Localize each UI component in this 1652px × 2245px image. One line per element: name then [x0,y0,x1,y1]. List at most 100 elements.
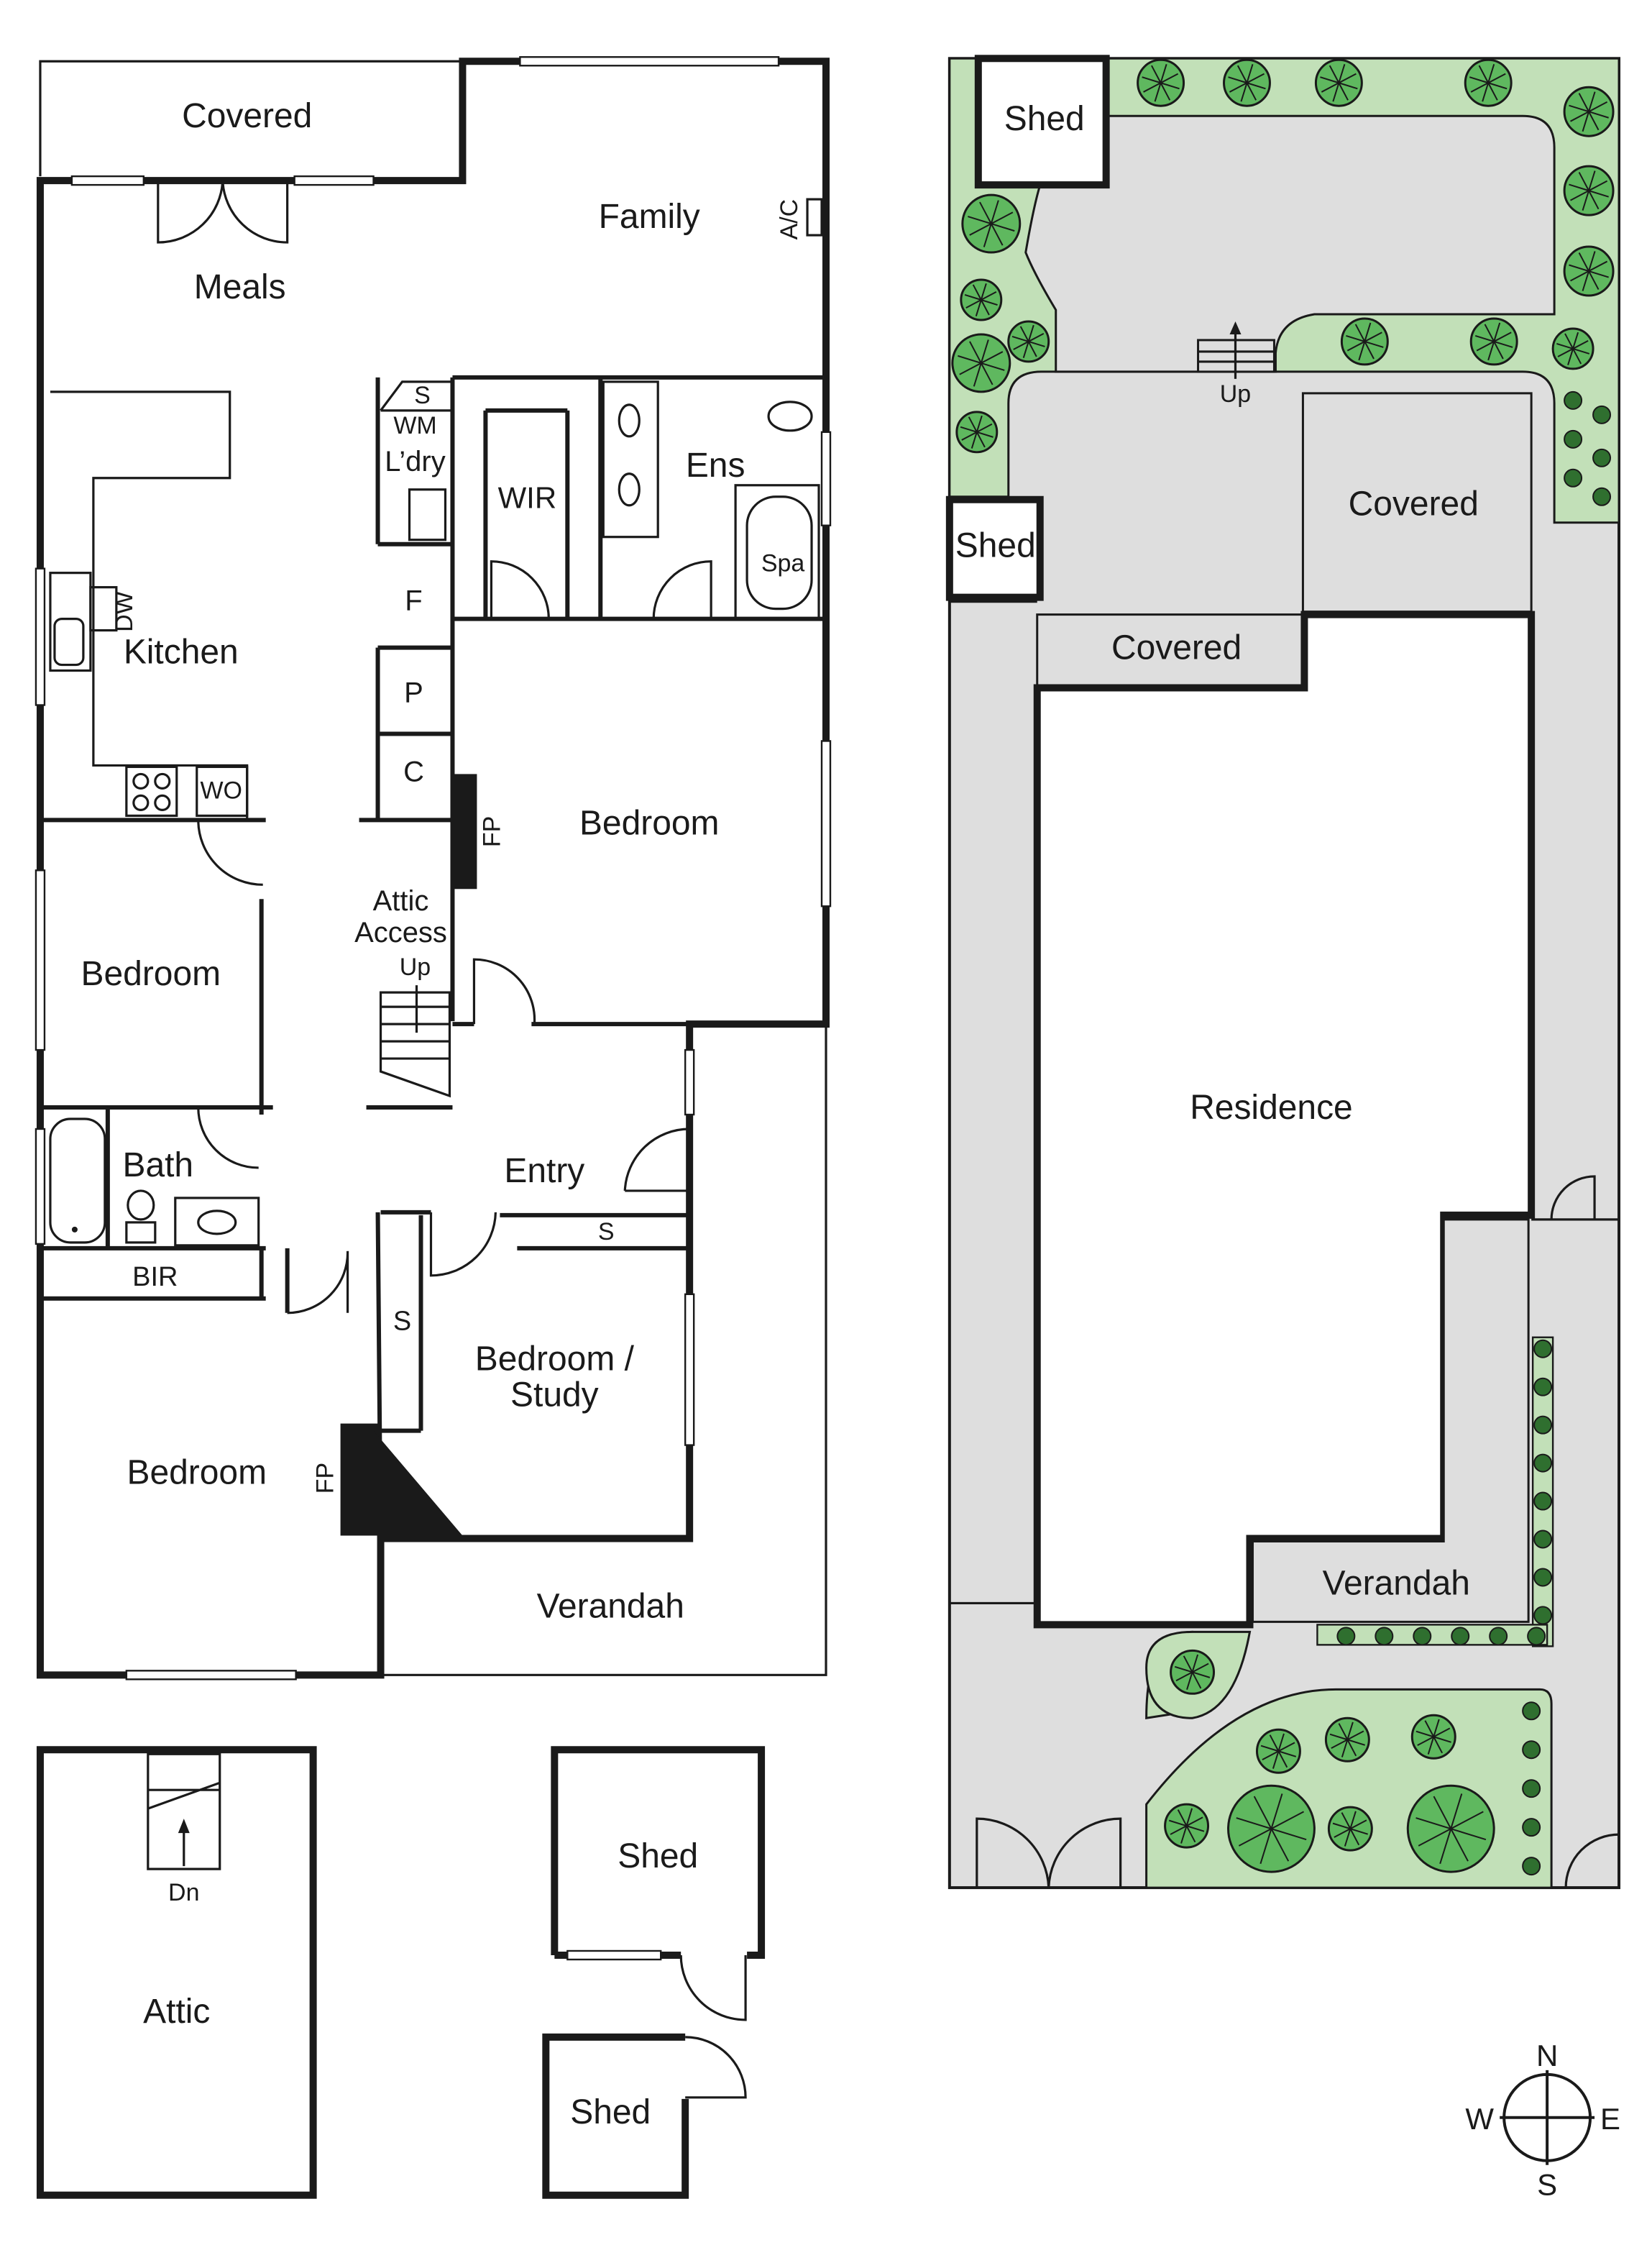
tree-branch [1277,1742,1295,1752]
compass-e: E [1600,2102,1620,2136]
label-attic-access-1: Attic [373,885,429,917]
label-shed-left: Shed [955,527,1036,565]
tree-branch [973,362,982,387]
tree-branch [1175,1671,1193,1682]
tree-branch [1349,1819,1367,1830]
tree-branch [1236,65,1248,83]
tree-branch [1439,1828,1452,1865]
tree-branch [1191,1671,1202,1689]
label-shed-1: Shed [618,1837,698,1875]
tree-branch [1588,91,1596,112]
tree-branch [1350,1828,1369,1835]
tree-branch [1174,1665,1193,1673]
tree-branch [961,431,978,441]
shrub-icon [1527,1627,1546,1646]
tree-branch [1277,1733,1285,1752]
shrub-icon [1564,468,1583,488]
tree-branch [983,223,992,247]
tree-branch [1582,111,1590,132]
tree-branch [1341,1739,1349,1757]
label-fp: FP [478,816,505,847]
tree-branch [1028,340,1045,347]
tree-branch [976,415,983,433]
label-verandah: Verandah [1323,1564,1470,1602]
shrub-icon [1489,1627,1508,1646]
tree-branch [1269,1734,1280,1752]
label-entry: Entry [504,1152,584,1190]
tree-branch [1346,1730,1364,1741]
shrub-icon [1533,1339,1553,1358]
label-s-entry: S [598,1218,615,1245]
tree-branch [1160,73,1179,84]
tree-branch [1364,322,1372,342]
label-residence: Residence [1190,1089,1353,1127]
tree-branch [1022,341,1029,358]
label-bedroom-left: Bedroom [81,955,221,993]
tree-branch [1346,1722,1354,1740]
shrub-icon [1592,405,1612,424]
tree-branch [1332,82,1340,102]
shrub-icon [1375,1627,1394,1646]
tree-branch [965,299,982,308]
shrub-icon [1564,429,1583,449]
tree-branch [1424,1720,1435,1737]
tree-branch [1450,1828,1469,1862]
tree-branch [1027,324,1034,342]
tree-branch [1339,82,1358,90]
tree-branch [1270,1828,1290,1862]
label-dw: DW [111,591,138,632]
tree-branch [958,355,982,364]
tree-branch [1329,1733,1348,1741]
tree-branch [1433,1719,1440,1737]
tree-branch [1349,1811,1357,1829]
tree-branch [1321,82,1339,93]
tree-branch [1180,1825,1188,1844]
tree-branch [1346,334,1365,342]
tree-branch [1572,347,1590,355]
tree-branch [959,362,982,375]
tree-branch [1320,76,1339,84]
tree-branch [1433,1736,1444,1754]
label-bir: BIR [132,1262,178,1292]
tree-branch [991,211,1014,224]
label-laundry: L’dry [385,446,445,477]
tree-branch [1170,1825,1188,1835]
tree-branch [968,216,992,225]
tree-branch [1142,76,1161,84]
ground-floor-plan [35,56,832,1681]
tree-branch [1347,1739,1366,1746]
tree-branch [1354,324,1366,342]
tree-branch [980,283,987,301]
tree-branch [976,423,993,433]
tree-branch [1588,170,1596,191]
tree-branch [1570,111,1589,122]
tree-branch [1186,1825,1205,1832]
tree-branch [1572,332,1579,349]
tree-branch [1450,1828,1487,1841]
label-shed-2: Shed [570,2093,651,2131]
shrub-icon [1533,1606,1553,1625]
tree-branch [1588,101,1608,113]
tree-branch [1569,264,1589,272]
label-verandah: Verandah [537,1587,684,1625]
tree-branch [1191,1654,1199,1673]
label-meals: Meals [194,268,286,306]
label-wm: WM [393,412,436,439]
tree-branch [1364,340,1384,348]
tree-branch [1433,1796,1452,1829]
tree-branch [1578,93,1589,112]
label-s: S [414,382,431,409]
tree-branch [975,299,982,317]
shrub-icon [1533,1453,1553,1473]
tree-branch [1476,341,1495,352]
label-cupboard: C [403,756,424,787]
tree-branch [1415,1817,1451,1830]
shrub-icon [1533,1530,1553,1549]
tree-branch [1270,1793,1283,1829]
tree-branch [1192,1671,1211,1678]
tree-branch [1582,190,1590,211]
label-s-study: S [393,1307,411,1337]
tree-branch [1427,1736,1435,1755]
label-up: Up [400,954,431,981]
label-ens: Ens [686,447,745,485]
